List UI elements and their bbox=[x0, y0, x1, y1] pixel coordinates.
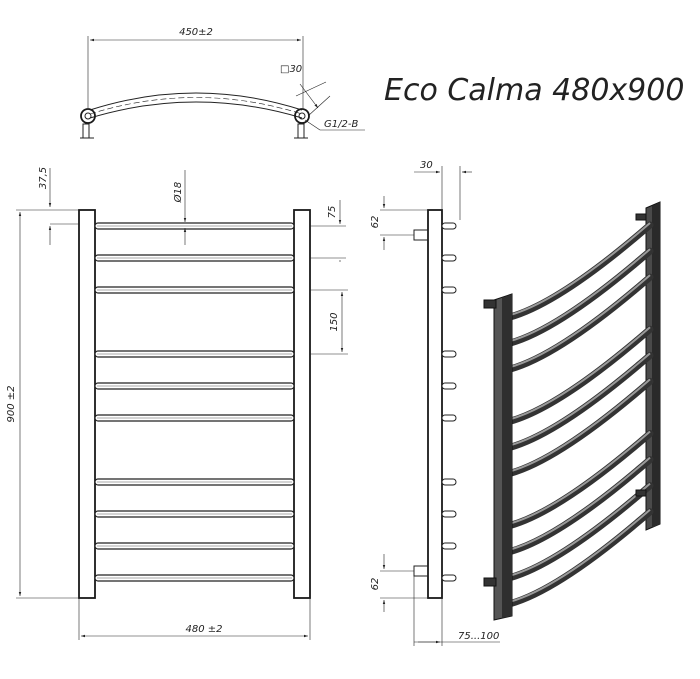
perspective-rung-highlight bbox=[509, 222, 651, 316]
width-dim: 480 ±2 bbox=[185, 624, 222, 635]
perspective-rung-highlight bbox=[509, 430, 651, 525]
side-view: 30 62 62 75...100 bbox=[370, 160, 500, 646]
front-rung bbox=[94, 574, 295, 582]
perspective-rung bbox=[506, 377, 654, 477]
side-rung-end bbox=[441, 222, 457, 230]
thread-label: G1/2-B bbox=[324, 119, 358, 130]
product-title: Eco Calma 480x900 bbox=[384, 73, 684, 108]
wall-offset-dim: 75...100 bbox=[458, 631, 499, 642]
perspective-rung bbox=[506, 456, 654, 556]
perspective-rung-highlight bbox=[509, 482, 651, 577]
perspective-rung-highlight bbox=[509, 326, 651, 421]
side-rung-end bbox=[441, 350, 457, 358]
top-offset-dim: 37,5 bbox=[38, 167, 49, 189]
top-connection-dim: 62 bbox=[370, 216, 381, 229]
side-rung-end bbox=[441, 510, 457, 518]
perspective-rung-highlight bbox=[509, 378, 651, 473]
side-rung-end bbox=[441, 542, 457, 550]
perspective-rung bbox=[506, 273, 654, 373]
perspective-rung-highlight bbox=[509, 352, 651, 447]
perspective-rung bbox=[506, 325, 654, 425]
perspective-rung-highlight bbox=[509, 508, 651, 603]
perspective-rung-highlight bbox=[509, 456, 651, 551]
side-rung-end bbox=[441, 254, 457, 262]
first-gap-dim: 75 bbox=[327, 206, 338, 219]
bottom-connection-dim: 62 bbox=[370, 578, 381, 591]
perspective-rung bbox=[506, 482, 654, 582]
tube-diameter-dim: Ø18 bbox=[172, 182, 184, 204]
side-rung-end bbox=[441, 286, 457, 294]
front-rung bbox=[94, 222, 295, 230]
front-rung bbox=[94, 414, 295, 422]
front-view: 900 ±2 37,5 Ø18 75 150 480 ±2 bbox=[6, 167, 348, 640]
front-rung bbox=[94, 478, 295, 486]
front-rung bbox=[94, 254, 295, 262]
front-rung bbox=[94, 542, 295, 550]
front-rungs bbox=[94, 222, 295, 582]
front-rung bbox=[94, 510, 295, 518]
top-view: 450±2 □30 G1/2-B bbox=[80, 27, 365, 139]
perspective-view bbox=[483, 201, 661, 621]
perspective-rung-highlight bbox=[509, 248, 651, 343]
height-dim: 900 ±2 bbox=[6, 385, 17, 422]
profile-dim: □30 bbox=[280, 64, 302, 75]
side-rung-end bbox=[441, 382, 457, 390]
top-width-dim: 450±2 bbox=[179, 27, 213, 38]
front-rung bbox=[94, 350, 295, 358]
group-gap-dim: 150 bbox=[329, 312, 340, 331]
perspective-rung bbox=[506, 508, 654, 608]
perspective-rung-highlight bbox=[509, 274, 651, 369]
perspective-rungs bbox=[506, 221, 654, 608]
depth-dim: 30 bbox=[420, 160, 433, 171]
side-rung-end bbox=[441, 414, 457, 422]
side-rung-end bbox=[441, 478, 457, 486]
side-rung-end bbox=[441, 574, 457, 582]
perspective-rung bbox=[506, 351, 654, 451]
side-rung-ends bbox=[441, 222, 457, 582]
perspective-rung bbox=[506, 430, 654, 530]
front-rung bbox=[94, 286, 295, 294]
front-rung bbox=[94, 382, 295, 390]
perspective-rung bbox=[506, 247, 654, 347]
perspective-rung bbox=[506, 221, 654, 321]
